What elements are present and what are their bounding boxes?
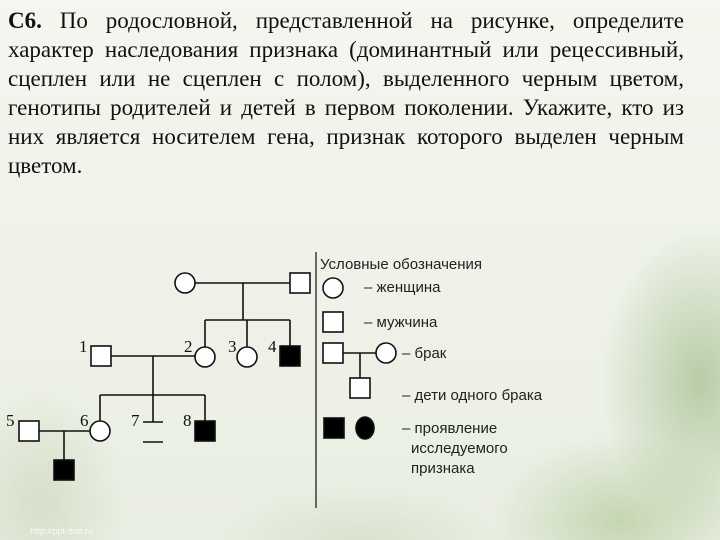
legend-marriage-male	[322, 342, 344, 364]
legend-trait-line2: исследуемого	[411, 440, 508, 457]
legend-children-symbol	[349, 377, 371, 399]
individual-generation-4	[53, 459, 75, 481]
footer-watermark: http://ppt-zoo.ru	[30, 526, 94, 536]
legend-marriage-female	[375, 342, 397, 364]
number-8: 8	[183, 411, 192, 430]
grandmother	[174, 272, 196, 294]
legend-female-symbol	[322, 277, 344, 299]
individual-5	[18, 420, 40, 442]
legend-trait-line1: – проявление	[402, 420, 497, 437]
individual-3	[236, 346, 258, 368]
number-7: 7	[131, 411, 140, 430]
individual-1	[90, 345, 112, 367]
number-1: 1	[79, 337, 88, 356]
number-5: 5	[6, 411, 15, 430]
individual-4	[279, 345, 301, 367]
grandfather	[289, 272, 311, 294]
legend-trait-male	[323, 417, 345, 439]
individual-2	[194, 346, 216, 368]
task-body: По родословной, представленной на рисунк…	[8, 8, 684, 178]
number-6: 6	[80, 411, 89, 430]
task-text: С6. По родословной, представленной на ри…	[8, 6, 684, 180]
legend-male: – мужчина	[364, 314, 438, 331]
individual-6	[89, 420, 111, 442]
legend-female: – женщина	[364, 279, 441, 296]
number-2: 2	[184, 337, 193, 356]
legend-title: Условные обозначения	[320, 256, 482, 273]
legend-children: – дети одного брака	[402, 387, 543, 404]
individual-8	[194, 420, 216, 442]
pedigree-figure: 1 2 3 4 5 6 7 8 Условные обозначения – ж…	[6, 252, 543, 508]
task-label: С6.	[8, 8, 42, 33]
legend-male-symbol	[322, 311, 344, 333]
number-4: 4	[268, 337, 277, 356]
legend-trait-line3: признака	[411, 460, 475, 477]
legend-trait-female	[355, 416, 375, 440]
legend-marriage: – брак	[402, 345, 447, 362]
number-3: 3	[228, 337, 237, 356]
